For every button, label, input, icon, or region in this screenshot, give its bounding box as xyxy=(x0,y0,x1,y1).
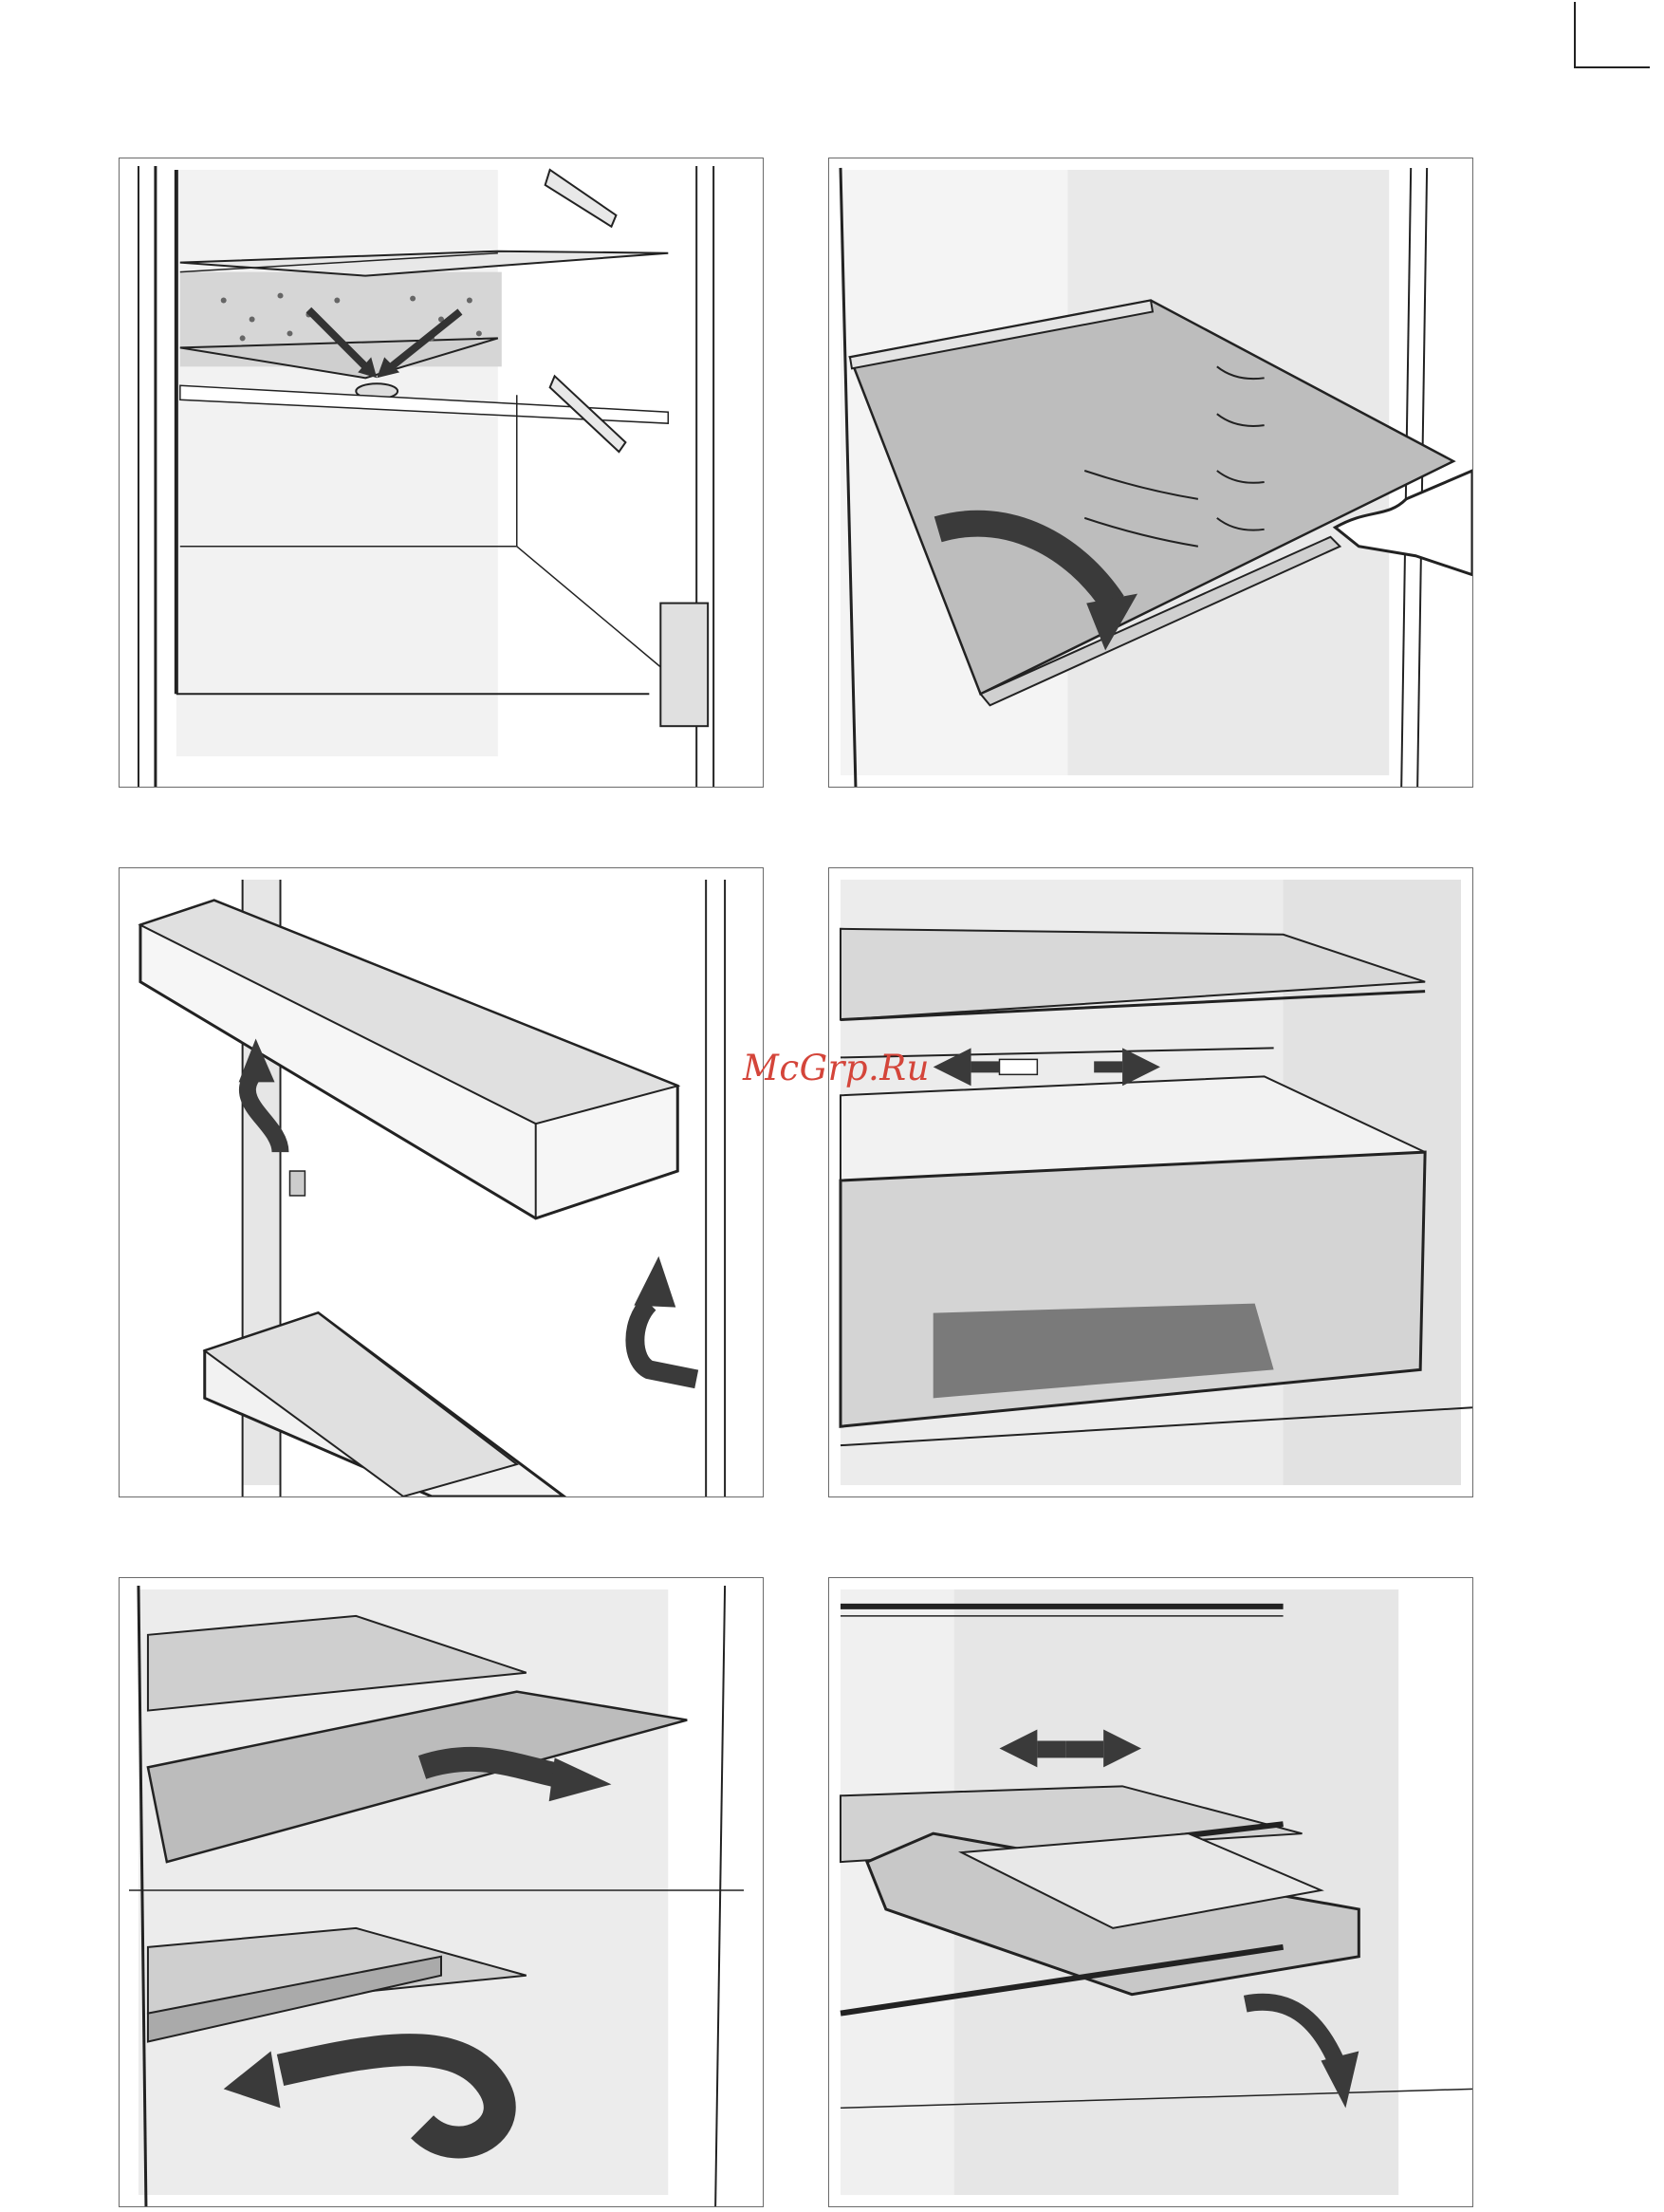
figure-shelf-tray xyxy=(828,1577,1473,2207)
drawer-slide-illustration xyxy=(829,868,1472,1496)
figure-shelf-tilt xyxy=(828,158,1473,788)
door-rack-lift-illustration xyxy=(120,868,763,1496)
figure-condensate-drain xyxy=(119,158,764,788)
shelf-tilt-remove-illustration xyxy=(829,158,1472,787)
folding-shelf-illustration xyxy=(120,1578,763,2206)
figure-door-rack xyxy=(119,867,764,1497)
figure-drawer xyxy=(828,867,1473,1497)
page-corner-mark xyxy=(1574,2,1650,68)
figure-folding-shelf xyxy=(119,1577,764,2207)
condensate-drain-illustration xyxy=(120,158,763,787)
watermark: McGrp.Ru xyxy=(743,1048,930,1088)
shelf-tray-remove-illustration xyxy=(829,1578,1472,2206)
